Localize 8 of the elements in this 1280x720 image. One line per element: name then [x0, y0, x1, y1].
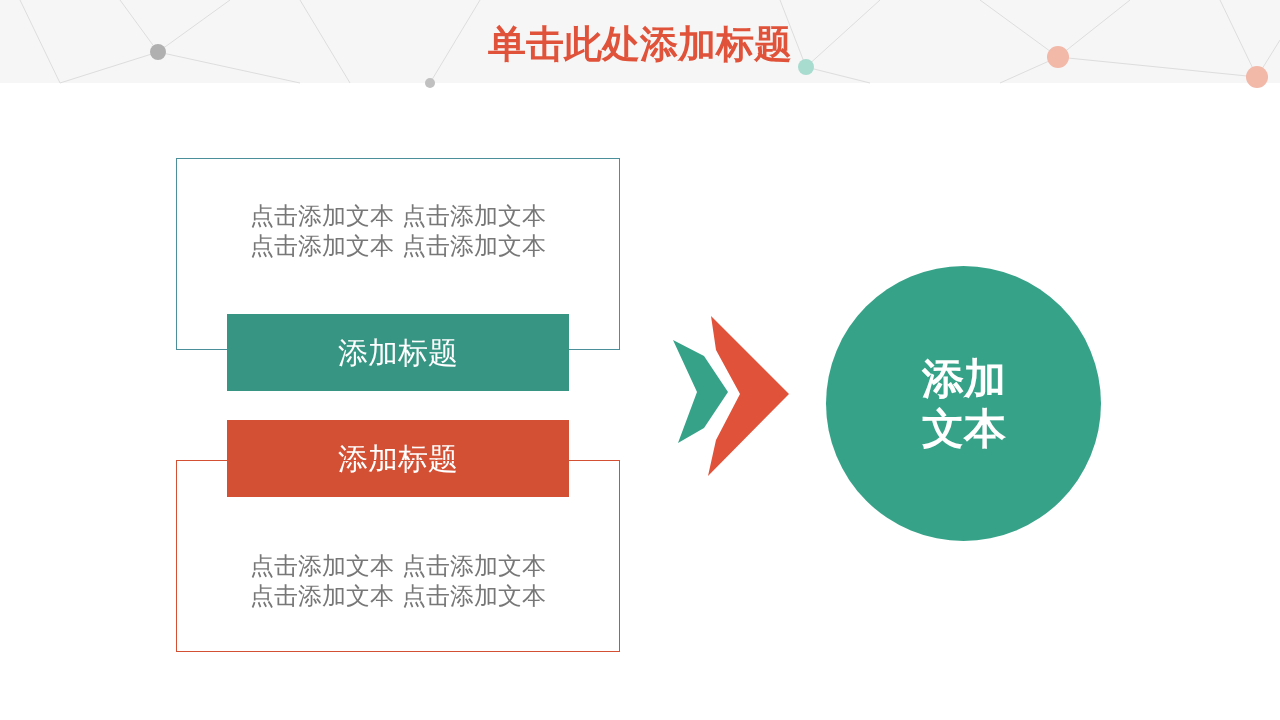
chevron-arrow: [673, 316, 789, 476]
body-text: 点击添加文本 点击添加文本点击添加文本 点击添加文本: [249, 551, 547, 611]
title-bar: [227, 314, 569, 391]
label-text: 添加文本: [920, 353, 1007, 454]
title-bar: [227, 420, 569, 497]
slide-title: 单击此处添加标题: [487, 21, 793, 68]
label-text: 添加标题: [337, 333, 459, 372]
body-text: 点击添加文本 点击添加文本点击添加文本 点击添加文本: [249, 201, 547, 261]
